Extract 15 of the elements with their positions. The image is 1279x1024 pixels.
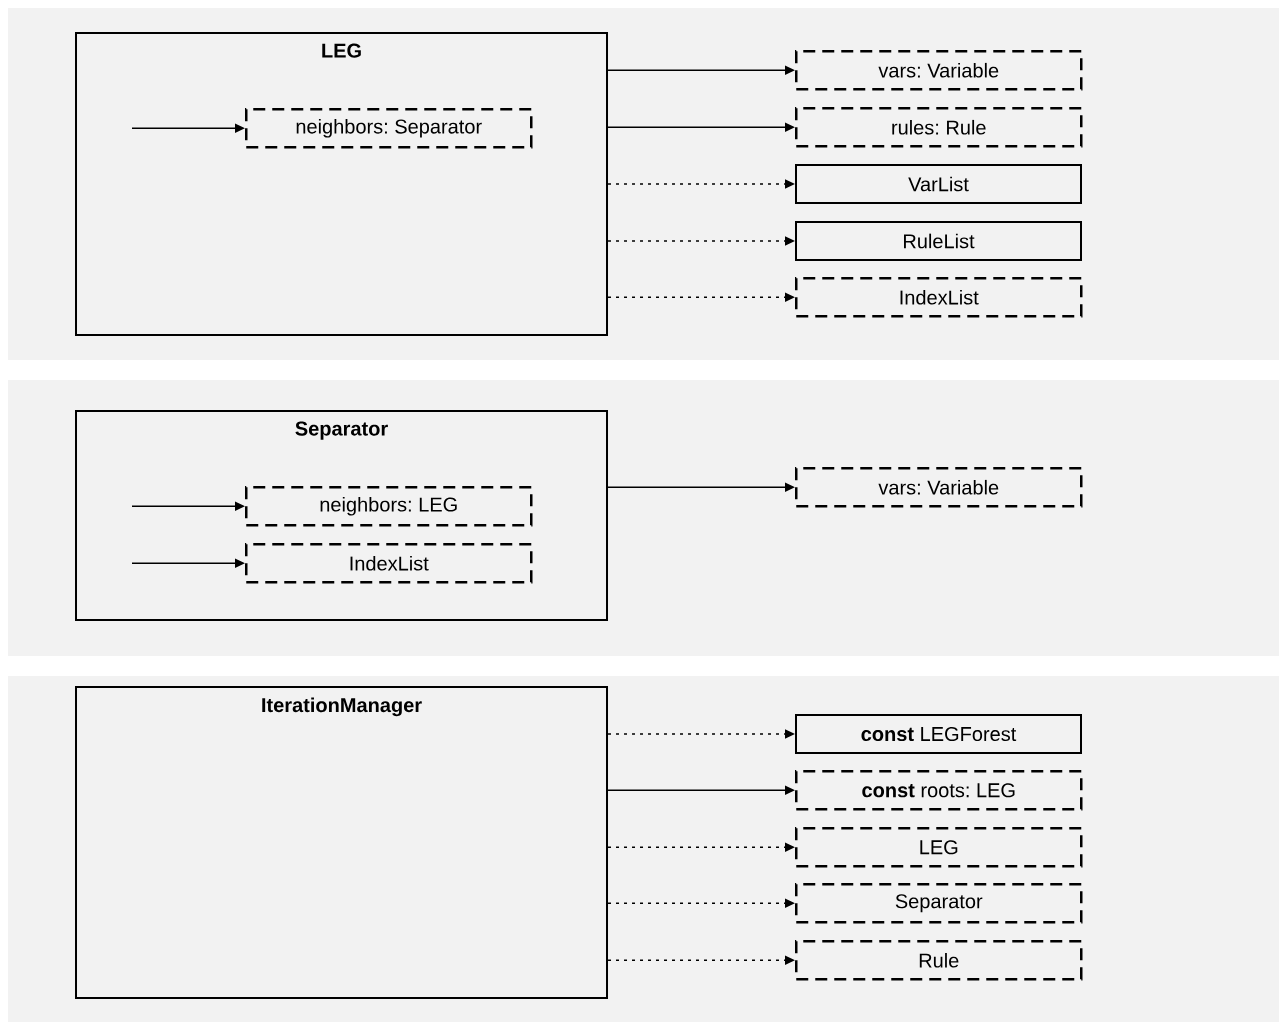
dashed-box: IndexList [245,543,533,584]
dashed-box: neighbors: LEG [245,486,533,527]
dashed-box: const roots: LEG [795,770,1083,811]
dashed-box: Rule [795,940,1083,981]
dashed-box: IndexList [795,277,1083,318]
dashed-box: vars: Variable [795,467,1083,508]
dashed-box: LEG [795,827,1083,868]
member-box: RuleList [795,221,1082,261]
dashed-box: vars: Variable [795,50,1083,91]
class-box: IterationManager [75,686,608,999]
member-box: const LEGForest [795,714,1082,754]
dashed-box: Separator [795,883,1083,924]
dashed-box: neighbors: Separator [245,108,533,149]
member-box: VarList [795,164,1082,204]
dashed-box: rules: Rule [795,107,1083,148]
